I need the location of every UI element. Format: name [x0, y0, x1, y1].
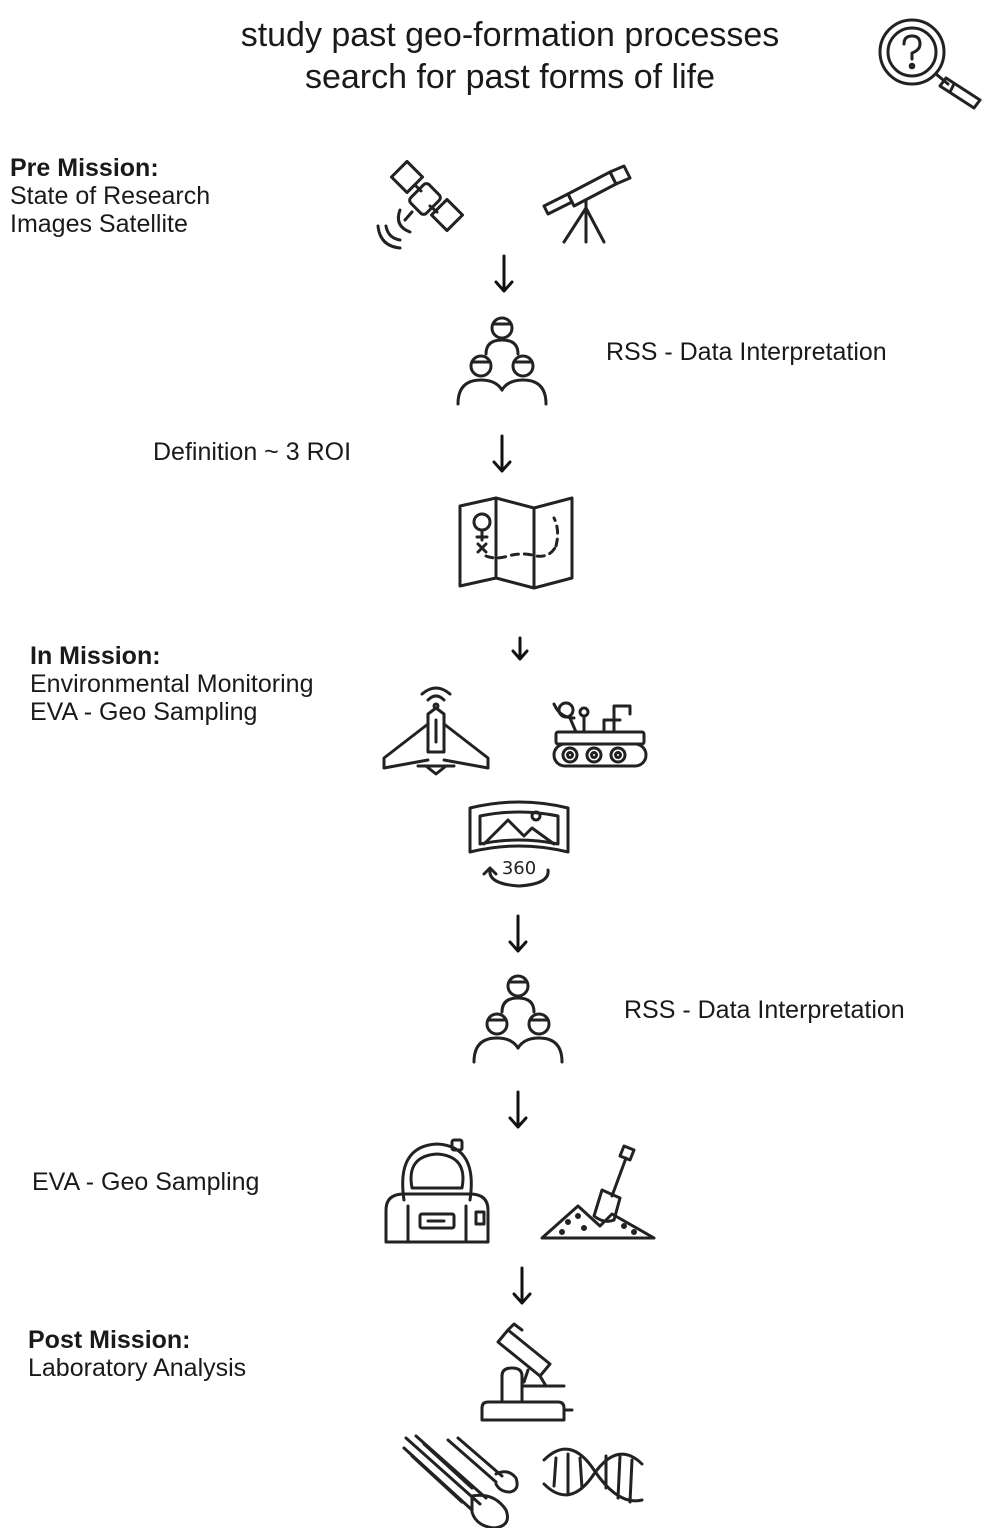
- rover-icon: [550, 698, 650, 778]
- in-mission-heading: In Mission:: [30, 642, 161, 670]
- map-icon: [456, 494, 576, 594]
- goal-line-1: study past geo-formation processes: [240, 16, 780, 54]
- in-mission-line-2: EVA - Geo Sampling: [30, 698, 258, 726]
- satellite-icon: [372, 159, 472, 250]
- astronaut-icon: [382, 1136, 492, 1246]
- team-icon: [468, 970, 568, 1066]
- flow-arrow-2: [490, 434, 514, 479]
- post-mission-line-1: Laboratory Analysis: [28, 1354, 247, 1382]
- flow-arrow-1: [492, 254, 516, 299]
- eva-label: EVA - Geo Sampling: [32, 1168, 260, 1196]
- team-icon: [452, 312, 552, 408]
- meteor-icon: [402, 1434, 522, 1528]
- flow-arrow-4: [506, 914, 530, 959]
- dna-icon: [540, 1440, 646, 1524]
- telescope-icon: [538, 162, 638, 247]
- pre-mission-line-2: Images Satellite: [10, 210, 188, 238]
- in-mission-line-1: Environmental Monitoring: [30, 670, 314, 698]
- rss-label-2: RSS - Data Interpretation: [624, 996, 905, 1024]
- flow-arrow-5: [506, 1090, 530, 1135]
- post-mission-heading: Post Mission:: [28, 1326, 191, 1354]
- rss-label-1: RSS - Data Interpretation: [606, 338, 887, 366]
- panorama-360-icon: 360: [466, 800, 572, 890]
- flow-arrow-3: [508, 636, 532, 669]
- flow-arrow-6: [510, 1266, 534, 1311]
- panorama-360-text: 360: [502, 858, 536, 879]
- drone-icon: [378, 686, 494, 780]
- shovel-soil-icon: [540, 1140, 656, 1244]
- roi-label: Definition ~ 3 ROI: [153, 438, 352, 466]
- pre-mission-line-1: State of Research: [10, 182, 211, 210]
- goal-line-2: search for past forms of life: [304, 58, 716, 96]
- microscope-icon: [474, 1322, 578, 1424]
- pre-mission-heading: Pre Mission:: [10, 154, 159, 182]
- search-question-icon: [870, 12, 988, 110]
